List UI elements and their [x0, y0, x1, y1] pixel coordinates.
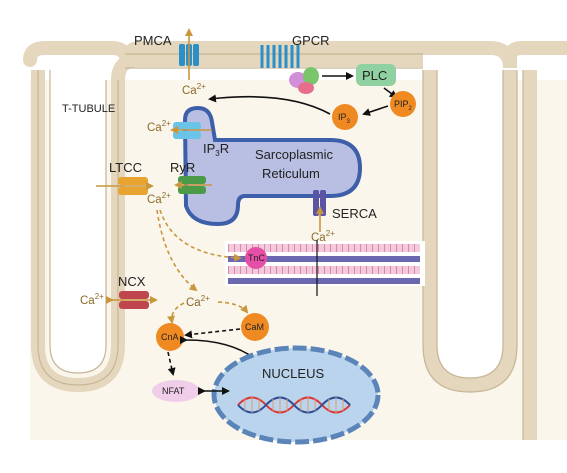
ip3r-channel [170, 122, 212, 139]
sr-label-line2: Reticulum [262, 166, 320, 181]
nucleus [211, 345, 381, 445]
ip3r-label: IP3R [203, 141, 229, 158]
ltcc-channel [96, 177, 154, 195]
ncx-label: NCX [118, 274, 146, 289]
gpcr-receptor [260, 45, 319, 94]
plc-enzyme [356, 64, 396, 86]
serca-pump [313, 190, 326, 232]
serca-label: SERCA [332, 206, 377, 221]
plc-label: PLC [362, 68, 387, 83]
pmca-channel [179, 28, 199, 80]
ca-to-cam-arrow [217, 301, 249, 314]
ncx-ca-label: Ca2+ [80, 292, 104, 307]
ca-to-cytosol-arrow [156, 209, 198, 292]
tnc-label: TnC [248, 253, 266, 263]
cam-to-cna-arrow [184, 328, 241, 339]
ip3-label: IP3 [338, 112, 351, 125]
cam-label: CaM [245, 322, 264, 332]
cna-node [156, 323, 184, 351]
tnc-node [245, 247, 267, 269]
pmca-ca-label: Ca2+ [182, 82, 206, 97]
ip3-node [332, 104, 358, 130]
dna-helix [237, 396, 351, 414]
t-tubule-label: T-TUBULE [62, 103, 115, 115]
ip3-to-ip3r-arrow [208, 94, 331, 115]
ltcc-label: LTCC [109, 160, 142, 175]
gpcr-label: GPCR [292, 33, 330, 48]
pip2-to-ip3-arrow [362, 105, 389, 116]
cytosol-ca-label: Ca2+ [186, 294, 210, 309]
pmca-label: PMCA [134, 33, 172, 48]
ryr-ca-label: Ca2+ [147, 191, 171, 206]
sr-label-line1: Sarcoplasmic [255, 147, 334, 162]
ryr-channel [174, 176, 212, 194]
ca-to-cna-arrow [167, 302, 185, 324]
nucleus-label: NUCLEUS [262, 366, 324, 381]
cna-to-nfat-arrow [167, 351, 176, 376]
cna-label: CnA [161, 332, 179, 342]
nfat-node [152, 380, 200, 402]
cam-node [241, 313, 269, 341]
ryr-label: RyR [170, 160, 195, 175]
ncx-exchanger [106, 291, 158, 309]
ip3r-ca-label: Ca2+ [147, 119, 171, 134]
pip2-label: PIP2 [394, 99, 413, 112]
pip2-node [390, 91, 416, 117]
ca-to-tnc-arrow [159, 209, 242, 262]
nfat-label: NFAT [162, 386, 185, 396]
